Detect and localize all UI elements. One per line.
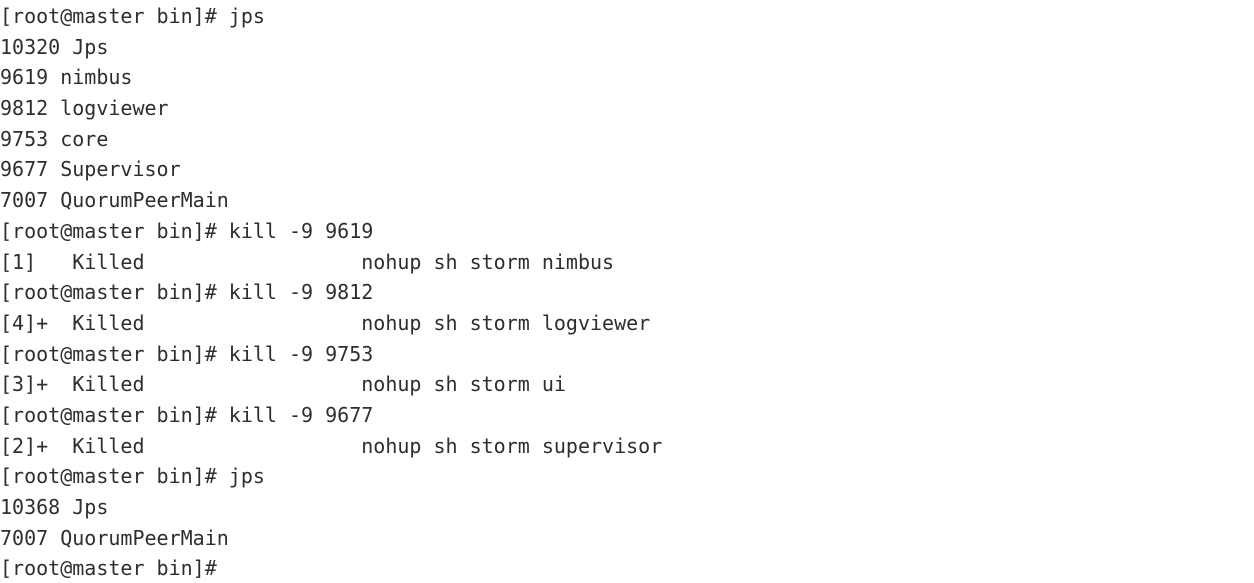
terminal-line: [root@master bin]# jps	[0, 4, 265, 28]
terminal-line: [root@master bin]# kill -9 9619	[0, 218, 374, 243]
terminal-line: 9812 logviewer	[0, 96, 169, 121]
terminal-line: 9753 core	[0, 126, 109, 151]
terminal-line: [root@master bin]# kill -9 9753	[0, 341, 374, 366]
terminal-line: [3]+ Killed nohup sh storm ui	[0, 372, 566, 397]
terminal-line: 7007 QuorumPeerMain	[0, 525, 229, 550]
terminal-line: [4]+ Killed nohup sh storm logviewer	[0, 310, 651, 335]
terminal-line: [root@master bin]# kill -9 9677	[0, 402, 374, 427]
terminal-line: [root@master bin]# kill -9 9812	[0, 280, 374, 305]
terminal-line: 9619 nimbus	[0, 65, 133, 90]
terminal-line: [1] Killed nohup sh storm nimbus	[0, 249, 615, 274]
terminal-line: [root@master bin]#	[0, 556, 229, 581]
terminal-line: 7007 QuorumPeerMain	[0, 188, 229, 213]
terminal-line: [2]+ Killed nohup sh storm supervisor	[0, 433, 663, 458]
terminal-line: 10320 Jps	[0, 34, 109, 59]
terminal-line: 9677 Supervisor	[0, 157, 181, 182]
terminal-line: [root@master bin]# jps	[0, 464, 265, 489]
terminal-line: 10368 Jps	[0, 495, 109, 519]
